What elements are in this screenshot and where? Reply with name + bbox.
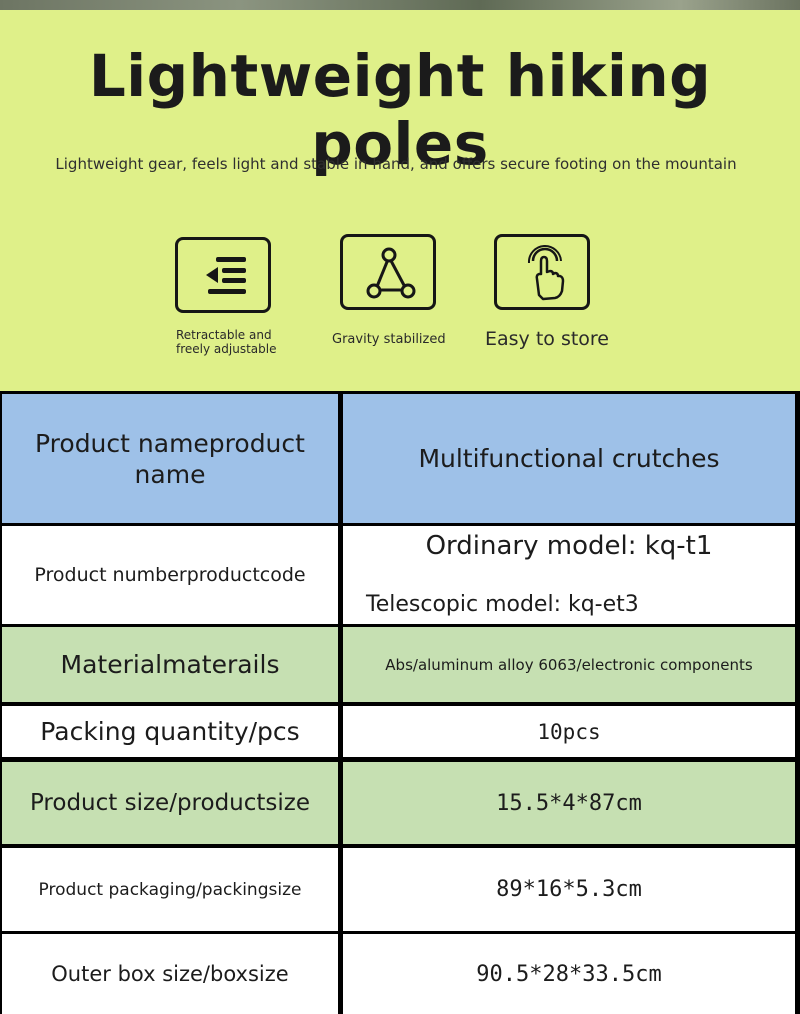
- feature-label-gravity: Gravity stabilized: [332, 332, 446, 347]
- feature-label-store: Easy to store: [485, 328, 610, 350]
- table-row-value: 89*16*5.3cm: [343, 848, 795, 931]
- table-row-value: Abs/aluminum alloy 6063/electronic compo…: [343, 627, 795, 702]
- table-row-label: Product nameproduct name: [2, 394, 338, 523]
- feature-label-retractable: Retractable and freely adjustable: [176, 328, 277, 356]
- list-indent-icon: [175, 237, 271, 313]
- hero-banner: Lightweight hiking poles Lightweight gea…: [0, 10, 800, 391]
- table-row-value: 15.5*4*87cm: [343, 762, 795, 844]
- table-row-label: Product size/productsize: [2, 762, 338, 844]
- table-row-label: Product numberproductcode: [2, 526, 338, 624]
- page-subtitle: Lightweight gear, feels light and stable…: [55, 155, 737, 173]
- touch-hand-icon: [494, 234, 590, 310]
- table-row-label: Packing quantity/pcs: [2, 706, 338, 757]
- table-row-label: Materialmaterails: [2, 627, 338, 702]
- table-row-value: Multifunctional crutches: [343, 394, 795, 523]
- triangle-nodes-icon: [340, 234, 436, 310]
- table-row-value: 10pcs: [343, 706, 795, 757]
- top-photo-strip: [0, 0, 800, 10]
- page-title: Lightweight hiking poles: [88, 42, 712, 178]
- spec-table: Product nameproduct name Multifunctional…: [0, 391, 800, 1014]
- table-row-value: Ordinary model: kq-t1 Telescopic model: …: [343, 526, 795, 624]
- table-row-label: Outer box size/boxsize: [2, 934, 338, 1014]
- table-row-label: Product packaging/packingsize: [2, 848, 338, 931]
- table-row-value: 90.5*28*33.5cm: [343, 934, 795, 1014]
